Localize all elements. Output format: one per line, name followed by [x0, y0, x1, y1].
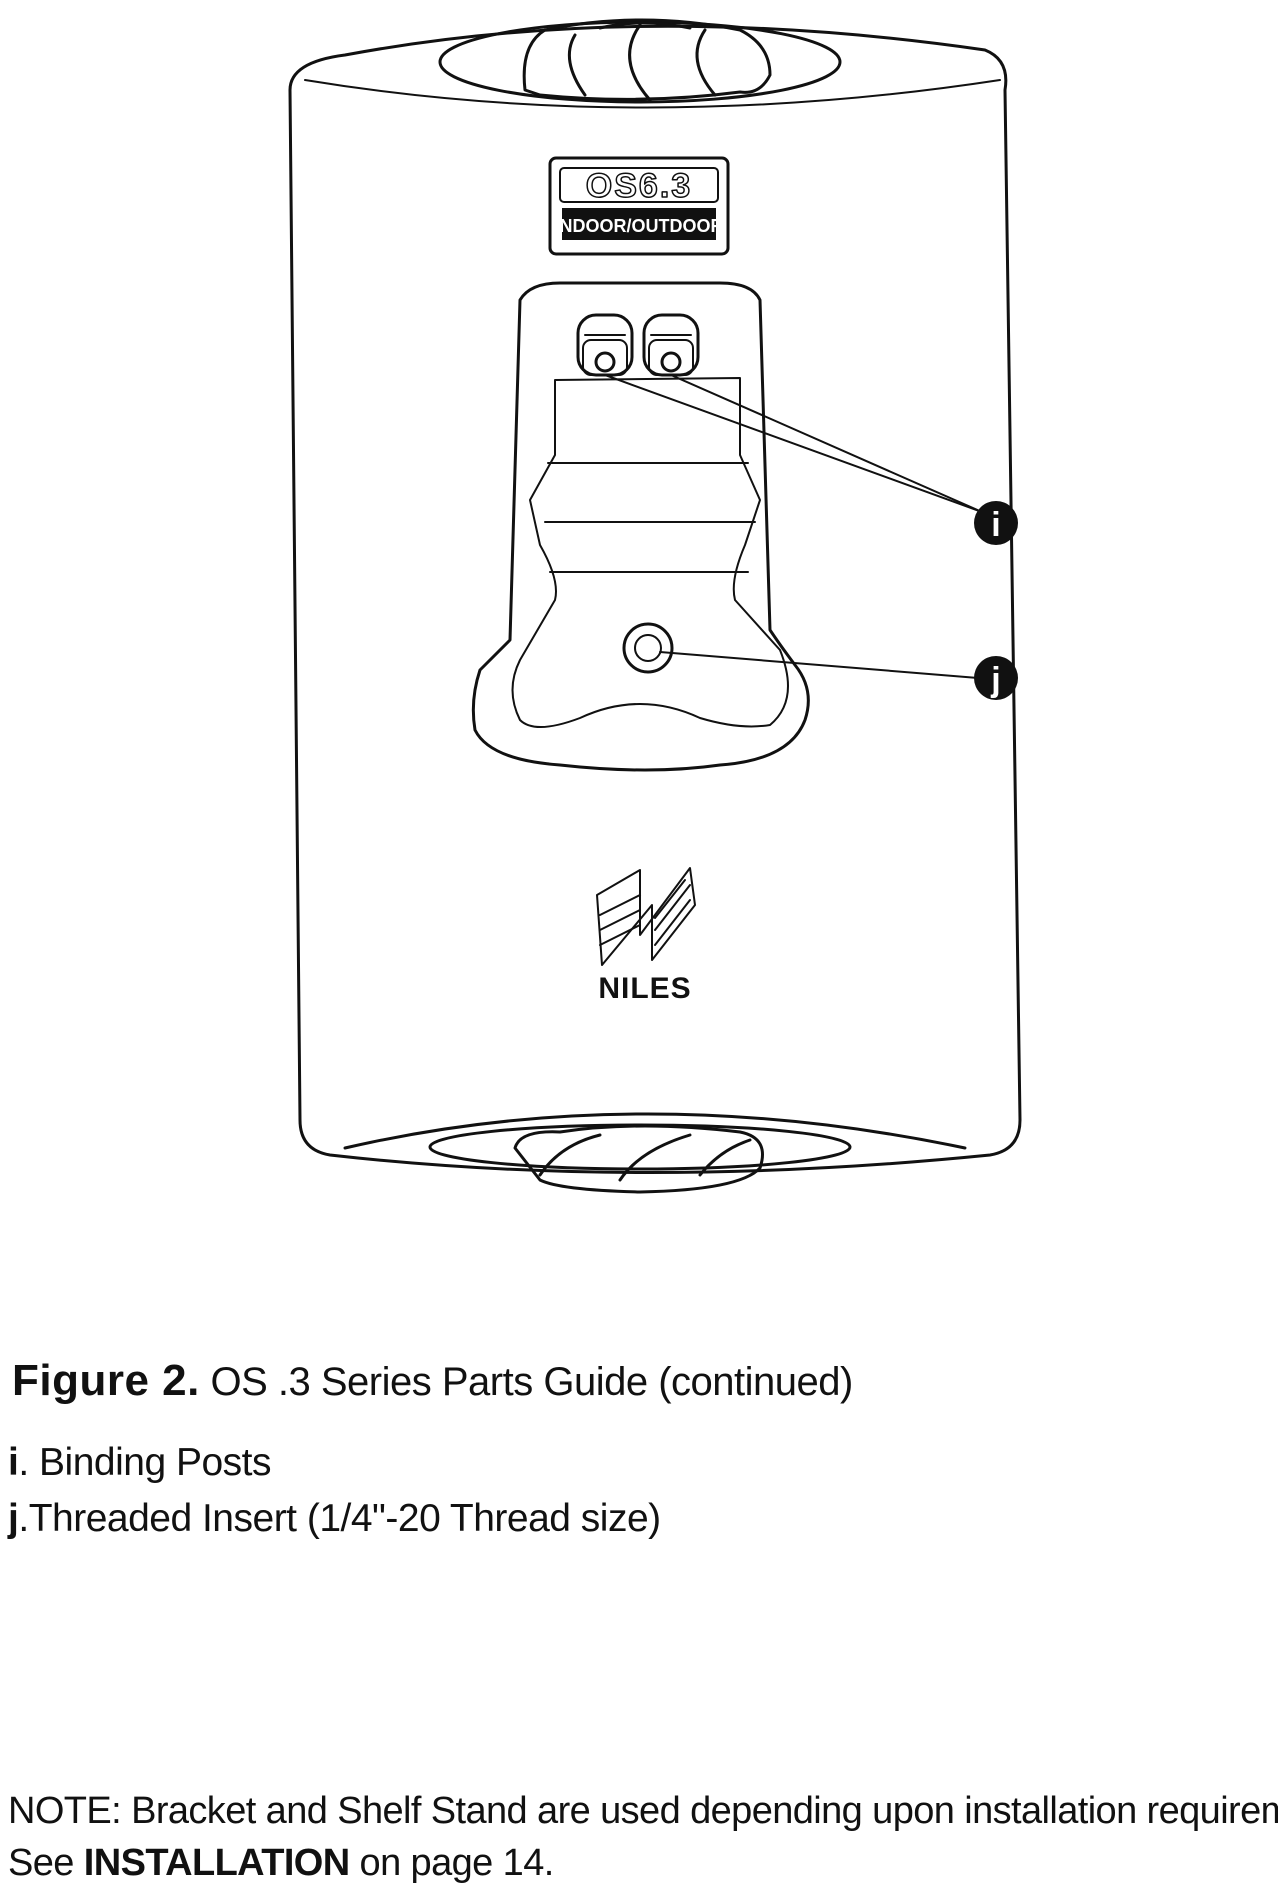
- part-description: Binding Posts: [39, 1441, 272, 1484]
- part-separator: .: [18, 1441, 29, 1484]
- niles-logo-text: NILES: [598, 972, 691, 1005]
- part-separator: .: [18, 1497, 29, 1540]
- binding-post-right: [642, 313, 700, 377]
- leader-line-i-right: [670, 374, 983, 513]
- top-cap: [438, 18, 842, 104]
- cabinet-inner-edge: [304, 79, 1001, 109]
- figure-caption-text: OS .3 Series Parts Guide (continued): [210, 1360, 854, 1404]
- leader-line-i-left: [604, 374, 983, 513]
- note-line-2: See INSTALLATION on page 14.: [8, 1837, 1278, 1889]
- note-line-2-prefix: See: [8, 1842, 84, 1884]
- model-subtitle-text: INDOOR/OUTDOOR: [555, 216, 724, 236]
- figure-caption: Figure 2. OS .3 Series Parts Guide (cont…: [12, 1357, 853, 1406]
- note-line-1: NOTE: Bracket and Shelf Stand are used d…: [8, 1790, 1278, 1832]
- note-line-2-suffix: on page 14.: [349, 1842, 555, 1884]
- callout-j-label: j: [990, 661, 1000, 699]
- part-item-i: i. Binding Posts: [8, 1440, 272, 1486]
- terminal-recess: [471, 281, 810, 772]
- threaded-insert: [622, 622, 674, 674]
- binding-post-left: [576, 313, 634, 377]
- installation-link: INSTALLATION: [83, 1842, 350, 1884]
- part-item-j: j.Threaded Insert (1/4"-20 Thread size): [8, 1496, 661, 1542]
- callout-i-label: i: [991, 506, 1000, 544]
- model-label-plate: OS6.3 INDOOR/OUTDOOR: [548, 156, 730, 256]
- figure-caption-label: Figure 2.: [12, 1356, 200, 1405]
- niles-logo: NILES: [596, 867, 696, 1005]
- callout-i: i: [974, 501, 1018, 545]
- bottom-cap: [343, 1112, 967, 1194]
- part-description: Threaded Insert (1/4"-20 Thread size): [28, 1497, 661, 1540]
- model-label-text: OS6.3: [586, 167, 692, 205]
- part-letter: j: [8, 1497, 19, 1540]
- callout-j: j: [974, 656, 1018, 700]
- part-letter: i: [8, 1441, 19, 1484]
- leader-line-j: [659, 651, 979, 679]
- speaker-rear-diagram: OS6.3 INDOOR/OUTDOOR i j: [288, 18, 1022, 1194]
- installation-note: NOTE: Bracket and Shelf Stand are used d…: [8, 1785, 1278, 1889]
